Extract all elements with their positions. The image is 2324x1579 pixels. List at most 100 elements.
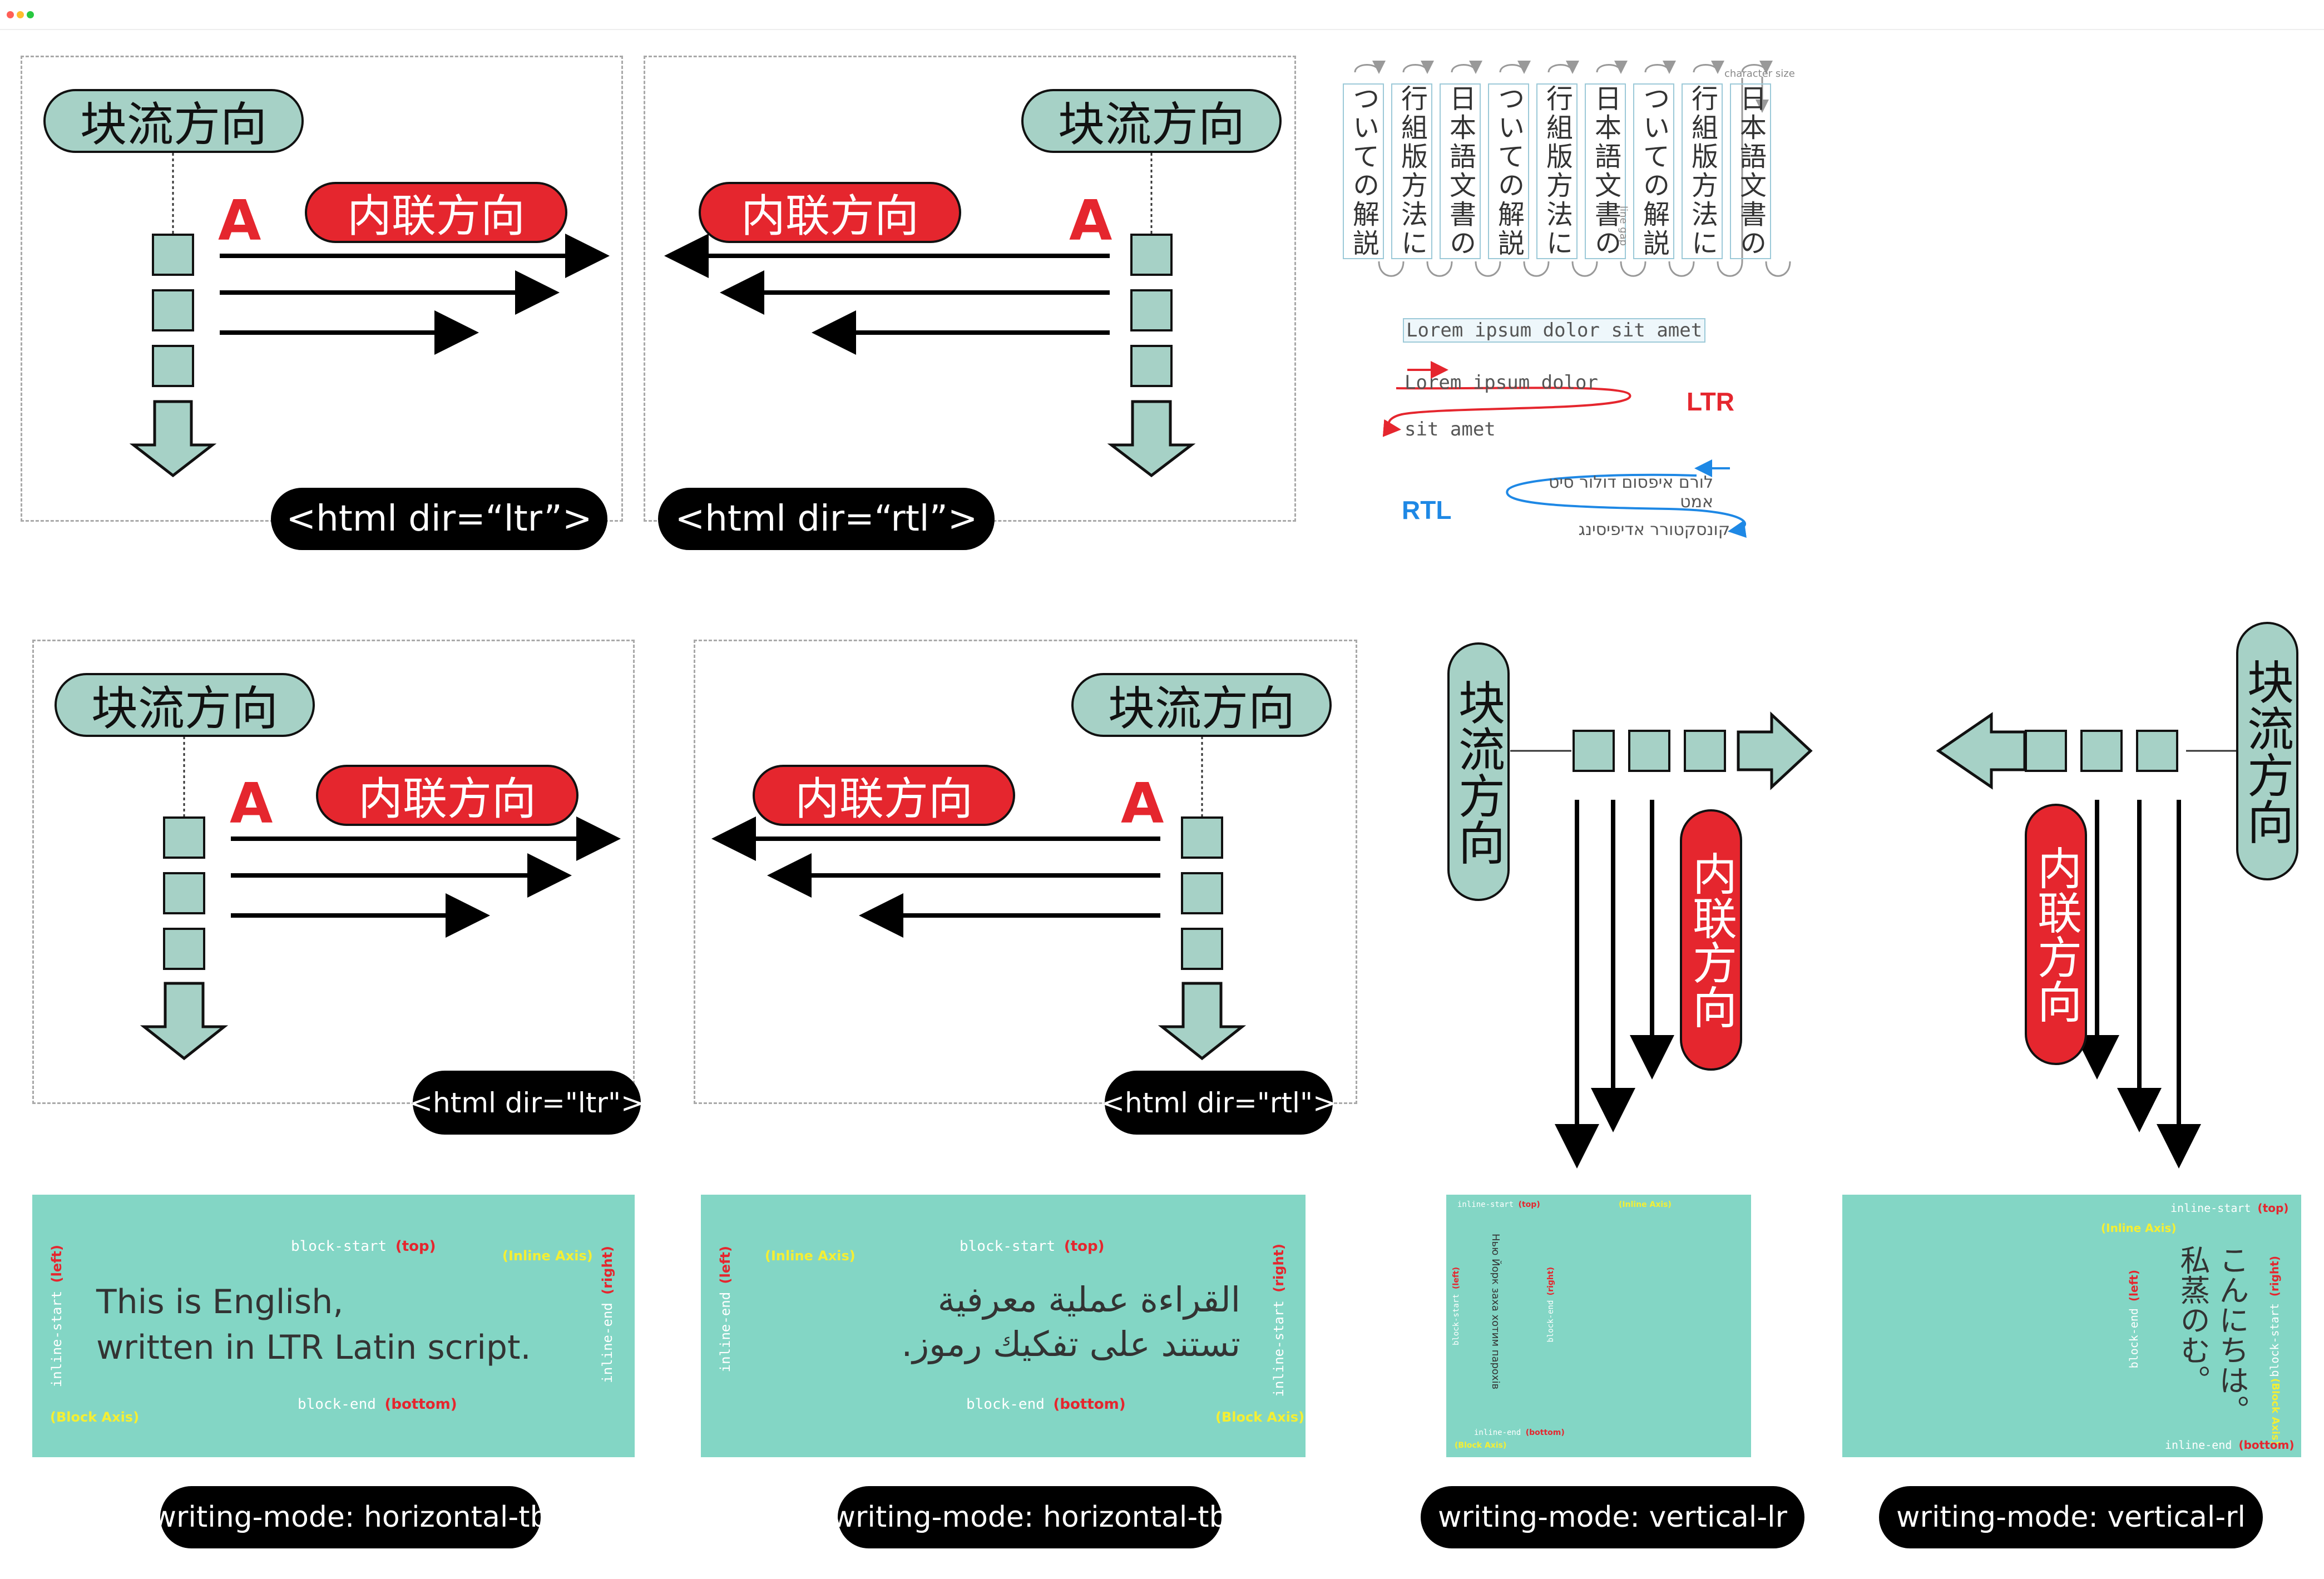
block-end-label: block-end (bottom) [298, 1396, 457, 1413]
block-axis-label: (Block Axis) [1215, 1409, 1305, 1425]
block-start-label: block-start (right) [2268, 1256, 2281, 1377]
inline-direction-label: 内联方向 [699, 182, 961, 243]
block-axis-label: (Inline Axis) [2101, 1221, 2177, 1235]
block-flow-label: 块流方向 [1021, 89, 1282, 153]
sample-japanese-line-1: こんにちは。 [2214, 1245, 2249, 1425]
inline-axis-label: (Inline Axis) [765, 1248, 856, 1264]
latin-grid-text: Lorem ipsum dolor sit amet [1403, 318, 1706, 343]
inline-axis-label: (Block Axis) [2269, 1378, 2281, 1446]
block-square [1684, 730, 1726, 772]
block-square [152, 289, 194, 331]
sample-english-line-2: written in LTR Latin script. [96, 1328, 531, 1367]
japanese-column: 行組版方法に [1682, 83, 1723, 259]
block-flow-label: 块流方向 [55, 673, 315, 737]
latin-line-1: Lorem ipsum dolor [1405, 372, 1598, 394]
block-square [2080, 730, 2123, 772]
inline-start-label: inline-start (left) [49, 1245, 65, 1388]
block-flow-label: 块流方向 [1071, 673, 1332, 737]
sample-vertical-text: Нью Йорк заха хотим парохів [1490, 1234, 1501, 1390]
japanese-column: ついての解説 [1343, 83, 1384, 259]
maximize-window-dot[interactable] [27, 11, 34, 18]
vertical-rl-lines [1936, 712, 2236, 1169]
inline-direction-label-vertical: 内联方向 [1680, 809, 1742, 1071]
block-start-label: block-start (top) [291, 1238, 436, 1255]
block-square [1181, 816, 1223, 859]
japanese-column: 日本語文書の [1730, 83, 1771, 259]
writing-mode-card-ltr: block-start (top) (Inline Axis) inline-s… [32, 1195, 635, 1457]
block-square [1628, 730, 1670, 772]
inline-start-label: inline-start (top) [2170, 1201, 2289, 1215]
sample-english-line-1: This is English, [96, 1283, 344, 1321]
japanese-flow-arrows [1354, 60, 1791, 277]
writing-mode-tag: writing-mode: horizontal-tb [832, 1486, 1227, 1548]
block-end-label: block-end (right) [1546, 1267, 1555, 1343]
writing-mode-tag: writing-mode: horizontal-tb [153, 1486, 548, 1548]
sample-arabic-line-2: تستند على تفكيك رموز. [901, 1324, 1241, 1364]
japanese-column: 行組版方法に [1536, 83, 1578, 259]
inline-end-label: inline-end (bottom) [2165, 1438, 2295, 1452]
glyph-a: A [1069, 188, 1112, 253]
vertical-lr-lines [1510, 711, 1813, 1169]
diagram-panel-ltr-2 [32, 640, 635, 1104]
panel4-lines [711, 736, 1247, 1061]
html-dir-tag: <html dir="rtl"> [1101, 1071, 1336, 1135]
japanese-column: 日本語文書の [1585, 83, 1626, 259]
hebrew-line-2: קונסקטורר אדיפיסינג [1578, 520, 1730, 539]
latin-line-2: sit amet [1405, 418, 1496, 440]
panel1-lines [129, 153, 610, 478]
japanese-column: ついての解説 [1633, 83, 1674, 259]
japanese-column: 行組版方法に [1391, 83, 1432, 259]
glyph-a: A [218, 188, 261, 253]
html-dir-tag: <html dir=“ltr”> [271, 488, 607, 550]
inline-direction-label-vertical: 内联方向 [2025, 804, 2087, 1065]
inline-axis-label: (Inline Axis) [502, 1248, 593, 1264]
block-start-label: block-start (top) [960, 1238, 1105, 1255]
block-square [163, 928, 205, 970]
sample-japanese-line-2: 私蒸のむ。 [2175, 1245, 2210, 1395]
line-gap-note: line gap [1618, 206, 1629, 246]
inline-direction-label: 内联方向 [305, 182, 567, 243]
japanese-column: 日本語文書の [1440, 83, 1481, 259]
ltr-label: LTR [1687, 387, 1735, 416]
block-square [1130, 289, 1173, 331]
block-end-label: block-end (left) [2127, 1270, 2140, 1369]
sample-arabic-line-1: القراءة عملية معرفية [937, 1279, 1240, 1320]
inline-direction-label: 内联方向 [316, 765, 578, 826]
glyph-a: A [230, 771, 273, 836]
panel3-lines [140, 736, 621, 1061]
writing-mode-card-vertical-lr: inline-start (top) (Inline Axis) block-s… [1446, 1195, 1751, 1457]
block-square [1181, 928, 1223, 970]
html-dir-tag: <html dir="ltr"> [409, 1071, 644, 1135]
inline-start-label: inline-start (right) [1271, 1244, 1287, 1397]
block-square [163, 872, 205, 914]
rtl-label: RTL [1402, 496, 1452, 524]
html-dir-tag: <html dir=“rtl”> [658, 488, 995, 550]
block-square [2136, 730, 2178, 772]
writing-mode-card-rtl: block-start (top) (Inline Axis) inline-e… [701, 1195, 1306, 1457]
japanese-column: ついての解説 [1488, 83, 1529, 259]
rtl-flow-arrows [1506, 459, 1747, 538]
block-flow-label-vertical: 块流方向 [1447, 642, 1510, 901]
block-axis-label: (Block Axis) [1455, 1441, 1507, 1450]
inline-start-label: inline-start (top) [1457, 1200, 1540, 1209]
block-start-label: block-start (left) [1452, 1267, 1461, 1346]
block-end-label: block-end (bottom) [966, 1396, 1126, 1413]
block-square [1181, 872, 1223, 914]
block-square [1573, 730, 1615, 772]
minimize-window-dot[interactable] [17, 11, 24, 18]
close-window-dot[interactable] [7, 11, 14, 18]
character-size-note: character size [1724, 68, 1795, 80]
block-axis-label: (Block Axis) [50, 1409, 140, 1425]
writing-mode-tag: writing-mode: vertical-lr [1421, 1486, 1804, 1548]
hebrew-line-1: לורם איפסום דולור סיט אמט [1548, 473, 1713, 512]
glyph-a: A [1121, 771, 1164, 836]
inline-end-label: inline-end (bottom) [1474, 1428, 1565, 1437]
block-square [163, 816, 205, 859]
window-titlebar [0, 0, 2324, 30]
block-square [152, 234, 194, 276]
inline-axis-label: (Inline Axis) [1619, 1200, 1672, 1209]
block-square [2025, 730, 2067, 772]
diagram-panel-rtl-2 [694, 640, 1357, 1104]
panel2-lines [664, 153, 1196, 478]
